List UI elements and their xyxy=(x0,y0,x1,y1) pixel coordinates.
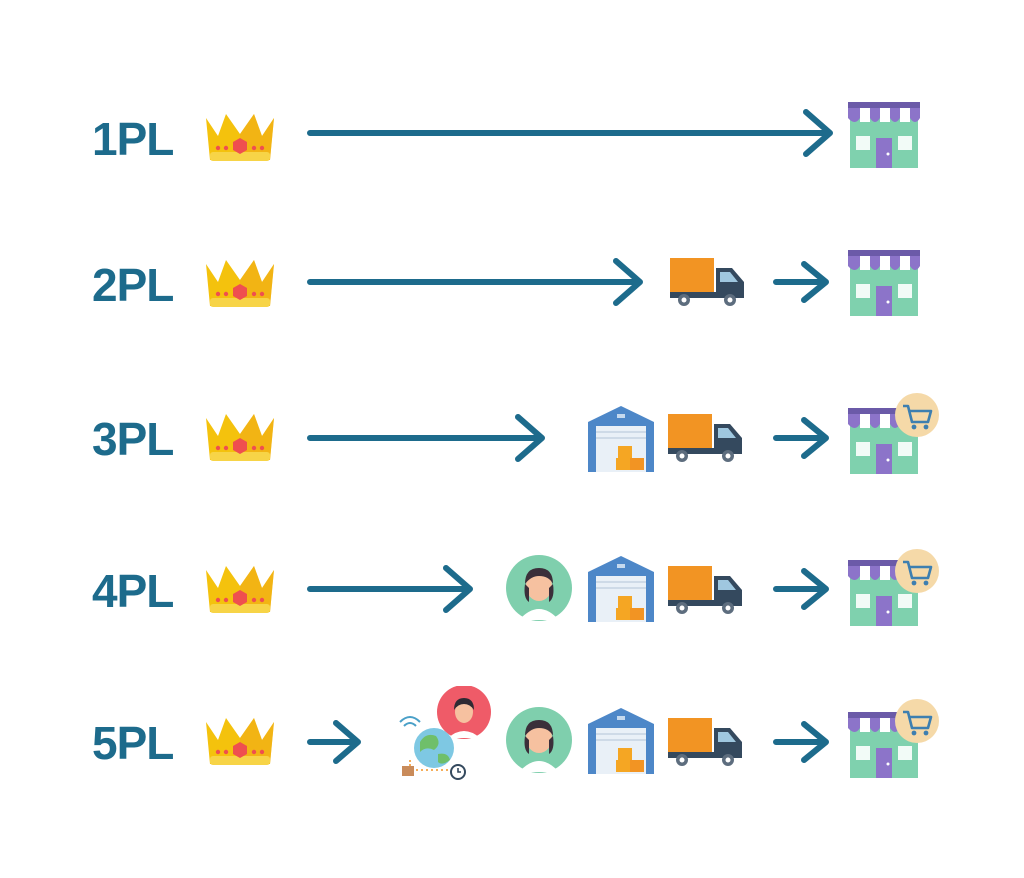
truck-icon xyxy=(668,254,746,308)
row-3pl: 3PL xyxy=(0,384,1024,534)
warehouse-icon xyxy=(586,704,656,776)
warehouse-icon xyxy=(586,552,656,624)
arrow-icon xyxy=(307,109,833,157)
store-icon xyxy=(842,98,926,170)
arrow-icon xyxy=(307,258,829,306)
arrow-icon xyxy=(307,565,829,613)
truck-icon xyxy=(666,562,744,616)
row-label: 4PL xyxy=(92,565,174,617)
person-icon xyxy=(505,554,573,622)
row-2pl: 2PL xyxy=(0,230,1024,380)
cart-icon xyxy=(894,392,940,438)
global-network-icon xyxy=(399,686,491,780)
row-4pl: 4PL xyxy=(0,534,1024,684)
arrow-icon xyxy=(307,720,829,764)
cart-icon xyxy=(894,698,940,744)
row-label: 1PL xyxy=(92,113,174,165)
row-label: 2PL xyxy=(92,259,174,311)
arrow-icon xyxy=(307,414,829,462)
person-icon xyxy=(505,706,573,774)
row-label: 5PL xyxy=(92,717,174,769)
truck-icon xyxy=(666,410,744,464)
row-label: 3PL xyxy=(92,413,174,465)
row-5pl: 5PL xyxy=(0,686,1024,840)
warehouse-icon xyxy=(586,402,656,474)
store-icon xyxy=(842,246,926,318)
cart-icon xyxy=(894,548,940,594)
truck-icon xyxy=(666,714,744,768)
row-1pl: 1PL xyxy=(0,80,1024,230)
